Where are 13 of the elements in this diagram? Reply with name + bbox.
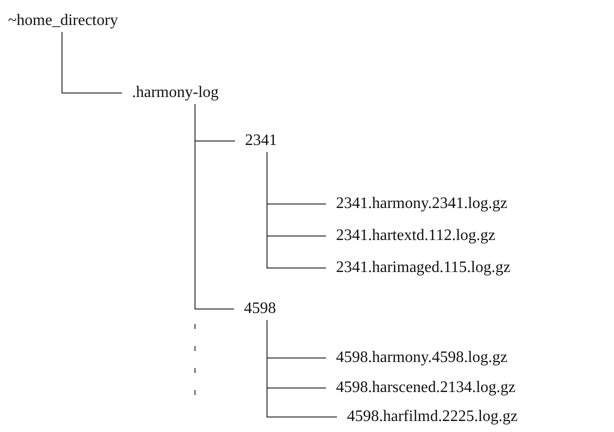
tree-entry: 4598.harfilmd.2225.log.gz	[347, 407, 518, 427]
tree-entry: 4598	[244, 299, 276, 319]
tree-entry: 4598.harscened.2134.log.gz	[336, 378, 516, 398]
tree-entry: 4598.harmony.4598.log.gz	[336, 348, 508, 368]
tree-entry: 2341.hartextd.112.log.gz	[336, 226, 496, 246]
tree-entry: 2341.harmony.2341.log.gz	[336, 194, 508, 214]
tree-entry: 2341.harimaged.115.log.gz	[336, 258, 510, 278]
tree-connector	[266, 320, 338, 418]
directory-name: ~home_directory	[8, 11, 118, 31]
tree-entry: .harmony-log	[132, 83, 219, 103]
tree-entry: 2341	[245, 131, 277, 151]
tree-connector	[62, 32, 122, 94]
tree-connector	[266, 152, 326, 268]
